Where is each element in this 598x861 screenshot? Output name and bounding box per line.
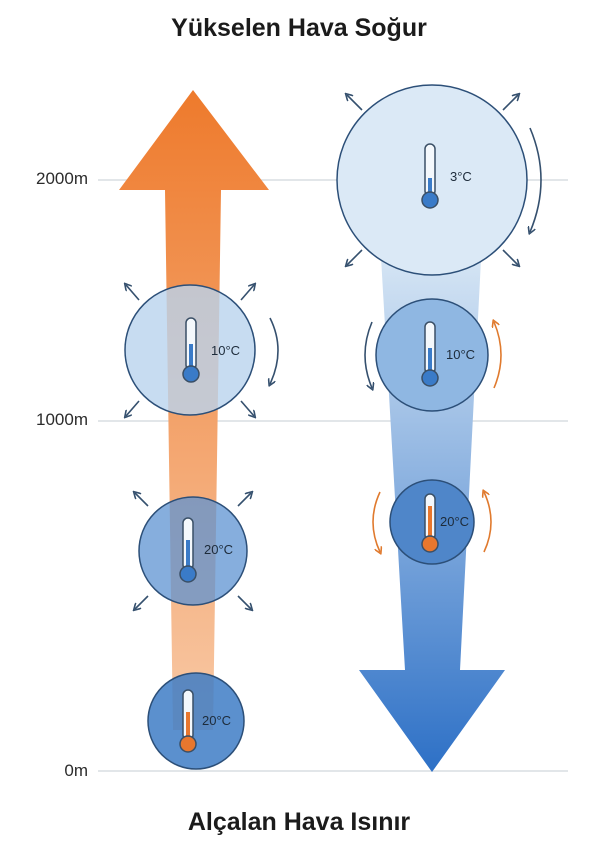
sinking-parcel-mid: 10°C <box>364 298 502 412</box>
altitude-label-2000: 2000m <box>36 169 88 188</box>
rising-parcel-low: 20°C <box>135 493 251 609</box>
temp-label: 20°C <box>202 713 231 728</box>
expansion-arrow-icon <box>126 285 279 416</box>
thermometer-icon <box>179 517 197 583</box>
sinking-parcel-low: 20°C <box>372 479 492 565</box>
temp-label: 20°C <box>440 514 469 529</box>
thermometer-icon <box>421 321 439 387</box>
temp-label: 10°C <box>446 347 475 362</box>
expansion-arrow-icon <box>347 95 542 265</box>
thermometer-icon <box>179 689 197 753</box>
sinking-parcel-high: 3°C <box>336 84 542 276</box>
thermometer-icon <box>182 317 200 383</box>
bottom-title: Alçalan Hava Isınır <box>187 808 411 836</box>
thermometer-icon <box>421 143 439 209</box>
altitude-label-0: 0m <box>64 761 88 780</box>
altitude-label-1000: 1000m <box>36 410 88 429</box>
expansion-arrow-icon <box>135 493 251 609</box>
temp-label: 20°C <box>204 542 233 557</box>
compression-arrow-icon <box>364 322 502 388</box>
compression-arrow-icon <box>372 492 492 552</box>
temp-label: 3°C <box>450 169 472 184</box>
rising-parcel-high: 10°C <box>125 285 279 416</box>
top-title: Yükselen Hava Soğur <box>171 14 427 42</box>
thermometer-icon <box>421 493 439 553</box>
rising-parcel-ground: 20°C <box>147 672 245 770</box>
temp-label: 10°C <box>211 343 240 358</box>
